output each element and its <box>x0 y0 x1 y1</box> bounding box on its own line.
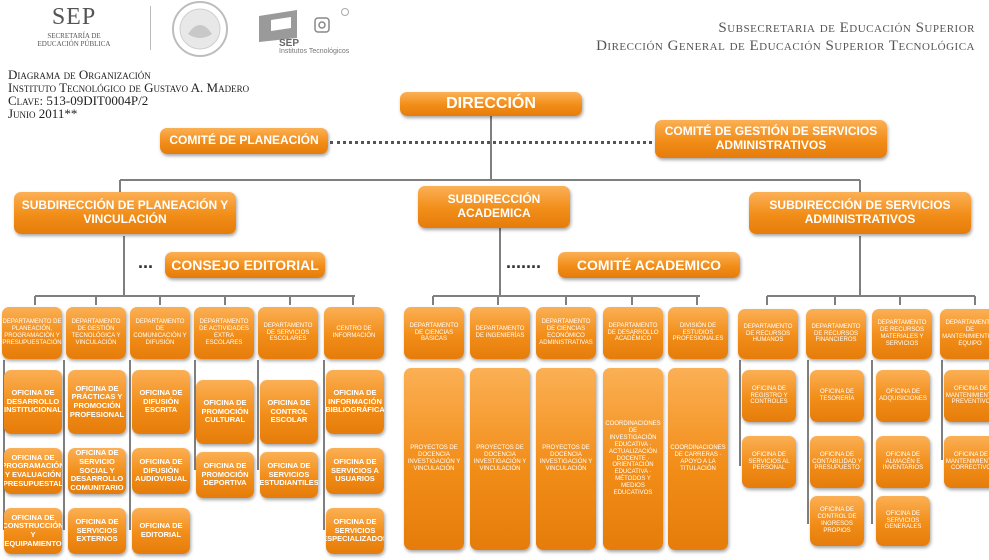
servicios-office-3-1: OFICINA DE MANTENIMIENTO CORRECTIVO <box>944 436 989 488</box>
servicios-office-1-1: OFICINA DE CONTABILIDAD Y PRESUPUESTO <box>810 436 864 488</box>
planeacion-office-0-0: OFICINA DE DESARROLLO INSTITUCIONAL <box>4 370 62 434</box>
servicios-office-0-0: OFICINA DE REGISTRO Y CONTROLES <box>742 370 796 422</box>
servicios-office-2-1: OFICINA DE ALMACÉN E INVENTARIOS <box>876 436 930 488</box>
planeacion-office-5-1: OFICINA DE SERVICIOS A USUARIOS <box>326 448 384 494</box>
comite-gestion-box: COMITÉ DE GESTIÓN DE SERVICIOS ADMINISTR… <box>655 120 887 158</box>
planeacion-office-1-2: OFICINA DE SERVICIOS EXTERNOS <box>68 508 126 554</box>
planeacion-office-2-1: OFICINA DE DIFUSIÓN AUDIOVISUAL <box>132 448 190 494</box>
academica-department-4: DIVISIÓN DE ESTUDIOS PROFESIONALES <box>668 307 728 359</box>
info-line-3: Clave: 513-09DIT0004P/2 <box>8 93 149 108</box>
servicios-office-2-0: OFICINA DE ADQUISICIONES <box>876 370 930 422</box>
subdireccion-planeacion-box: SUBDIRECCIÓN DE PLANEACIÓN Y VINCULACIÓN <box>14 192 236 234</box>
info-line-2: Instituto Tecnológico de Gustavo A. Made… <box>8 80 250 95</box>
planeacion-office-2-2: OFICINA DE EDITORIAL <box>132 508 190 554</box>
planeacion-department-0: DEPARTAMENTO DE PLANEACIÓN, PROGRAMACIÓN… <box>2 307 62 359</box>
planeacion-office-0-2: OFICINA DE CONSTRUCCIÓN Y EQUIPAMIENTO <box>4 508 62 554</box>
tec-logo-title: SEP <box>279 38 300 49</box>
dotted-line-comites <box>330 141 652 144</box>
academica-detail-3: COORDINACIONES DE INVESTIGACIÓN EDUCATIV… <box>603 368 663 550</box>
servicios-department-2: DEPARTAMENTO DE RECURSOS MATERIALES Y SE… <box>872 309 932 359</box>
info-block: Diagrama de Organización Instituto Tecno… <box>8 68 249 120</box>
planeacion-office-1-1: OFICINA DE SERVICIO SOCIAL Y DESARROLLO … <box>68 448 126 494</box>
planeacion-office-3-0: OFICINA DE PROMOCIÓN CULTURAL <box>196 380 254 444</box>
consejo-editorial-box: CONSEJO EDITORIAL <box>165 252 325 278</box>
comite-academico-box: COMITÉ ACADEMICO <box>558 252 740 278</box>
comite-planeacion-box: COMITÉ DE PLANEACIÓN <box>160 128 328 154</box>
planeacion-department-5: CENTRO DE INFORMACIÓN <box>324 307 384 359</box>
info-line-1: Diagrama de Organización <box>8 67 151 82</box>
academica-department-2: DEPARTAMENTO DE CIENCIAS ECONÓMICO ADMIN… <box>536 307 596 359</box>
planeacion-department-1: DEPARTAMENTO DE GESTIÓN TECNOLÓGICA Y VI… <box>66 307 126 359</box>
academica-department-3: DEPARTAMENTO DE DESARROLLO ACADÉMICO <box>603 307 663 359</box>
sep-logo-title: SEP <box>51 4 97 30</box>
planeacion-department-3: DEPARTAMENTO DE ACTIVIDADES EXTRA ESCOLA… <box>194 307 254 359</box>
ellipsis-mid: ....... <box>506 252 542 272</box>
tec-logo-icon: SEP Institutos Tecnológicos <box>255 4 355 58</box>
direccion-box: DIRECCIÓN <box>400 92 582 116</box>
servicios-office-2-2: OFICINA DE SERVICIOS GENERALES <box>876 496 930 546</box>
planeacion-department-2: DEPARTAMENTO DE COMUNICACIÓN Y DIFUSIÓN <box>130 307 190 359</box>
planeacion-office-0-1: OFICINA DE PROGRAMACIÓN Y EVALUACIÓN PRE… <box>4 448 62 494</box>
subdireccion-academica-box: SUBDIRECCIÓN ACADEMICA <box>418 186 570 228</box>
subsecretaria-heading: Subsecretaria de Educación Superior <box>718 20 975 36</box>
academica-detail-1: PROYECTOS DE DOCENCIA INVESTIGACIÓN Y VI… <box>470 368 530 550</box>
planeacion-office-2-0: OFICINA DE DIFUSIÓN ESCRITA <box>132 370 190 434</box>
sep-logo: SEP SECRETARÍA DE EDUCACIÓN PÚBLICA <box>14 4 134 56</box>
academica-department-0: DEPARTAMENTO DE CIENCIAS BÁSICAS <box>404 307 464 359</box>
servicios-department-1: DEPARTAMENTO DE RECURSOS FINANCIEROS <box>806 309 866 359</box>
servicios-department-3: DEPARTAMENTO DE MANTENIMIENTO Y EQUIPO <box>940 309 989 359</box>
servicios-office-3-0: OFICINA DE MANTENIMIENTO PREVENTIVO <box>944 370 989 422</box>
planeacion-office-4-0: OFICINA DE CONTROL ESCOLAR <box>260 380 318 444</box>
planeacion-office-5-0: OFICINA DE INFORMACIÓN BIBLIOGRÁFICA <box>326 370 384 434</box>
academica-detail-4: COORDINACIONES DE CARRERAS · APOYO A LA … <box>668 368 728 550</box>
planeacion-office-3-1: OFICINA DE PROMOCIÓN DEPORTIVA <box>196 452 254 498</box>
planeacion-office-5-2: OFICINA DE SERVICIOS ESPECIALIZADOS <box>326 508 384 554</box>
sep-logo-sub1: SECRETARÍA DE <box>47 32 101 40</box>
academica-department-1: DEPARTAMENTO DE INGENIERÍAS <box>470 307 530 359</box>
planeacion-office-1-0: OFICINA DE PRÁCTICAS Y PROMOCIÓN PROFESI… <box>68 370 126 434</box>
servicios-department-0: DEPARTAMENTO DE RECURSOS HUMANOS <box>738 309 798 359</box>
sep-logo-sub2: EDUCACIÓN PÚBLICA <box>37 40 111 48</box>
planeacion-department-4: DEPARTAMENTO DE SERVICIOS ESCOLARES <box>258 307 318 359</box>
subdireccion-servicios-box: SUBDIRECCIÓN DE SERVICIOS ADMINISTRATIVO… <box>749 192 971 234</box>
divider-line <box>150 6 151 50</box>
tec-logo-sub: Institutos Tecnológicos <box>279 48 350 55</box>
academica-detail-0: PROYECTOS DE DOCENCIA INVESTIGACIÓN Y VI… <box>404 368 464 550</box>
direccion-general-heading: Dirección General de Educación Superior … <box>596 38 975 54</box>
servicios-office-1-0: OFICINA DE TESORERÍA <box>810 370 864 422</box>
mexico-seal-icon <box>160 0 240 58</box>
servicios-office-0-1: OFICINA DE SERVICIOS AL PERSONAL <box>742 436 796 488</box>
planeacion-office-4-1: OFICINA DE SERVICIOS ESTUDIANTILES <box>260 452 318 498</box>
ellipsis-left: ... <box>138 252 154 272</box>
servicios-office-1-2: OFICINA DE CONTROL DE INGRESOS PROPIOS <box>810 496 864 546</box>
info-line-4: Junio 2011** <box>8 106 78 121</box>
academica-detail-2: PROYECTOS DE DOCENCIA INVESTIGACIÓN Y VI… <box>536 368 596 550</box>
